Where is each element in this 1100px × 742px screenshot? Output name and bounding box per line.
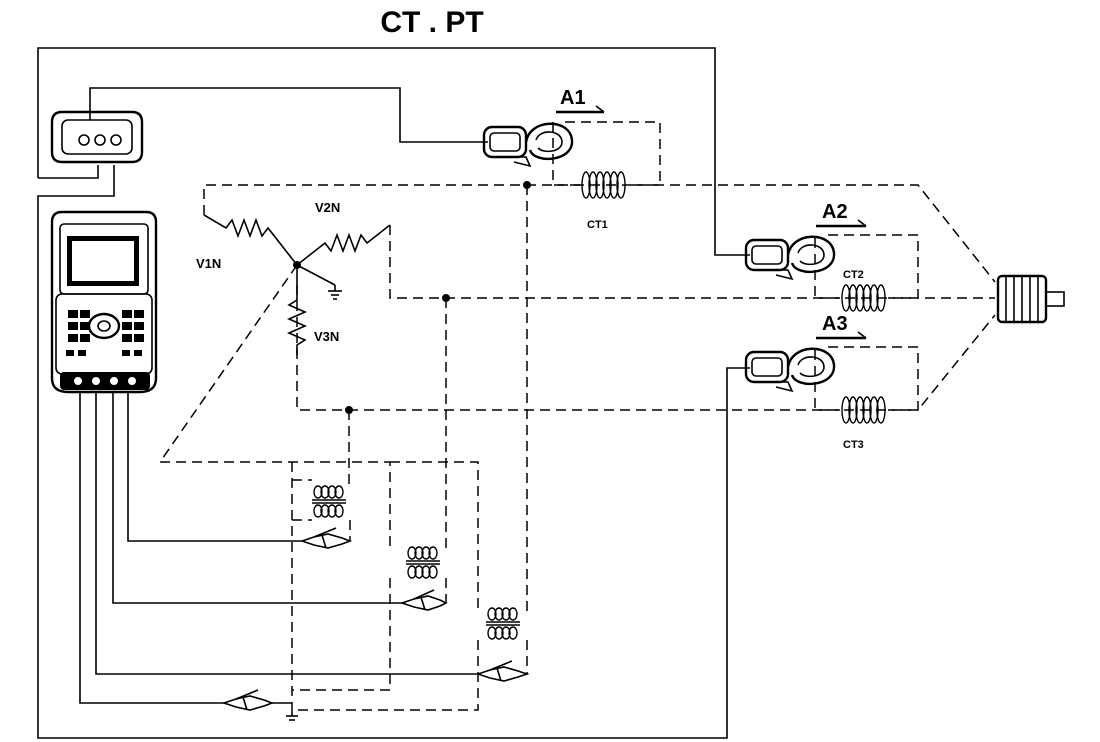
motor-icon	[996, 274, 1065, 324]
alligator-clip-icon	[399, 589, 448, 611]
ground-symbol-icon	[286, 712, 298, 721]
power-analyzer-meter-icon	[50, 210, 158, 394]
ct2-label: CT2	[843, 269, 864, 281]
clamp-cable-loop	[37, 47, 750, 739]
phase-lines	[203, 184, 996, 411]
pt3-transformer-icon	[486, 607, 520, 640]
current-label-a2: A2	[816, 201, 867, 228]
ground-symbol-icon	[328, 285, 342, 300]
clamp-adapter-box	[50, 110, 144, 164]
ct1-coil-icon	[581, 171, 626, 199]
alligator-clip-icon	[299, 527, 353, 549]
clamp-a1-icon	[482, 122, 574, 168]
pt1-transformer-icon	[312, 485, 346, 518]
alligator-clip-icon	[475, 660, 530, 682]
ct3-secondary-loop	[814, 346, 919, 411]
diagram-title: CT . PT	[380, 6, 483, 39]
svg-text:A3: A3	[822, 313, 848, 335]
current-label-a3: A3	[816, 313, 867, 340]
svg-text:A1: A1	[560, 87, 586, 109]
alligator-clip-icon	[221, 689, 275, 711]
current-label-a1: A1	[556, 87, 605, 114]
adapter-port-1-icon	[78, 134, 90, 146]
wye-source	[203, 214, 391, 355]
pt-secondary-wiring	[292, 519, 528, 711]
v2n-label: V2N	[315, 200, 340, 215]
ct1-label: CT1	[587, 219, 608, 231]
adapter-port-3-icon	[110, 134, 122, 146]
adapter-port-2-icon	[94, 134, 106, 146]
clamp-a2-icon	[744, 235, 836, 281]
pt-primary-wiring	[158, 185, 528, 712]
v3n-label: V3N	[314, 329, 339, 344]
v1n-label: V1N	[196, 256, 221, 271]
ct3-label: CT3	[843, 439, 864, 451]
svg-text:A2: A2	[822, 201, 848, 223]
ct1-secondary-loop	[552, 121, 661, 186]
clamp-a3-icon	[744, 347, 836, 393]
pt2-transformer-icon	[406, 546, 440, 579]
voltage-test-leads	[79, 392, 478, 704]
